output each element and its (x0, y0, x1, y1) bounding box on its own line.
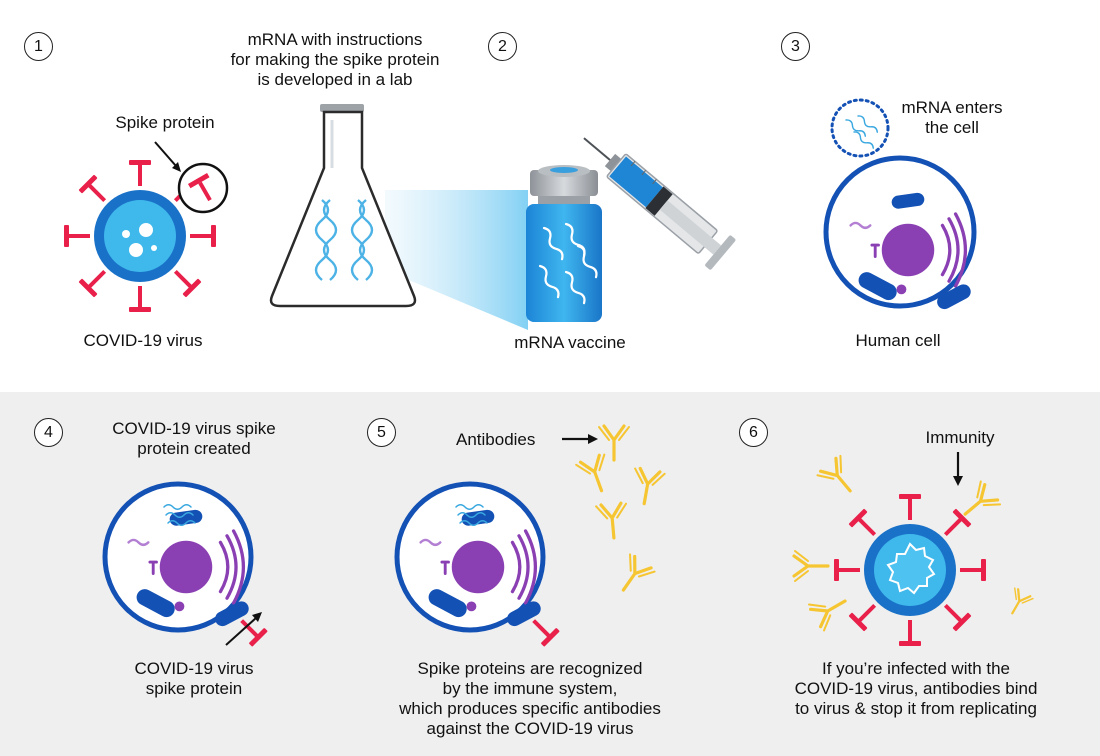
cell-immune-response-illustration (394, 481, 560, 647)
callout-line: the cell (925, 118, 979, 137)
callout-line: mRNA enters (901, 98, 1003, 117)
caption-line: against the COVID-19 virus (426, 719, 634, 738)
neutralized-virus-illustration (834, 494, 986, 646)
title-line: mRNA with instructions (247, 30, 423, 49)
antibodies-arrow (562, 434, 598, 444)
antibodies-label: Antibodies (456, 430, 536, 449)
step-6-number: 6 (739, 418, 768, 447)
mrna-vesicle (830, 98, 890, 158)
vaccine-vial-illustration (526, 165, 602, 322)
caption-line: by the immune system, (442, 679, 618, 698)
mrna-enters-cell-label: mRNA enters the cell (892, 98, 1012, 138)
immunity-arrow (953, 452, 963, 486)
caption-line: If you’re infected with the (821, 659, 1011, 678)
caption-line: Spike proteins are recognized (417, 659, 643, 678)
spike-protein-arrow (154, 141, 181, 172)
step-3-number: 3 (781, 32, 810, 61)
caption-line: spike protein (145, 679, 243, 698)
immunity-caption: If you’re infected with the COVID-19 vir… (736, 659, 1096, 719)
human-cell-illustration (823, 155, 977, 314)
caption-line: which produces specific antibodies (399, 699, 661, 718)
cell-with-spike-illustration (102, 481, 268, 647)
caption-line: COVID-19 virus (134, 659, 254, 678)
immunity-label: Immunity (925, 428, 995, 447)
covid-virus-illustration (64, 160, 216, 312)
step-5-number: 5 (367, 418, 396, 447)
caption-line: to virus & stop it from replicating (795, 699, 1037, 718)
title-line: COVID-19 virus spike (112, 419, 276, 438)
human-cell-caption: Human cell (855, 331, 941, 350)
title-line: protein created (137, 439, 251, 458)
cell-spike-caption: COVID-19 virus spike protein (94, 659, 294, 699)
lab-flask-illustration (269, 104, 417, 308)
caption-line: COVID-19 virus, antibodies bind (794, 679, 1038, 698)
covid-virus-caption: COVID-19 virus (83, 331, 203, 350)
title-line: is developed in a lab (257, 70, 413, 89)
step-4-number: 4 (34, 418, 63, 447)
spike-protein-highlight (177, 162, 229, 214)
title-line: for making the spike protein (230, 50, 440, 69)
step-1-number: 1 (24, 32, 53, 61)
cell-spike-arrow (225, 612, 262, 646)
spike-created-title: COVID-19 virus spike protein created (74, 419, 314, 459)
syringe-illustration (583, 137, 736, 270)
spike-protein-label: Spike protein (115, 113, 215, 132)
mrna-development-title: mRNA with instructions for making the sp… (200, 30, 470, 90)
step-2-number: 2 (488, 32, 517, 61)
mrna-vaccine-caption: mRNA vaccine (514, 333, 626, 352)
dna-strand-left (314, 199, 338, 281)
light-beam (385, 190, 528, 330)
dna-strand-right (350, 199, 374, 281)
immune-recognition-caption: Spike proteins are recognized by the imm… (340, 659, 720, 739)
